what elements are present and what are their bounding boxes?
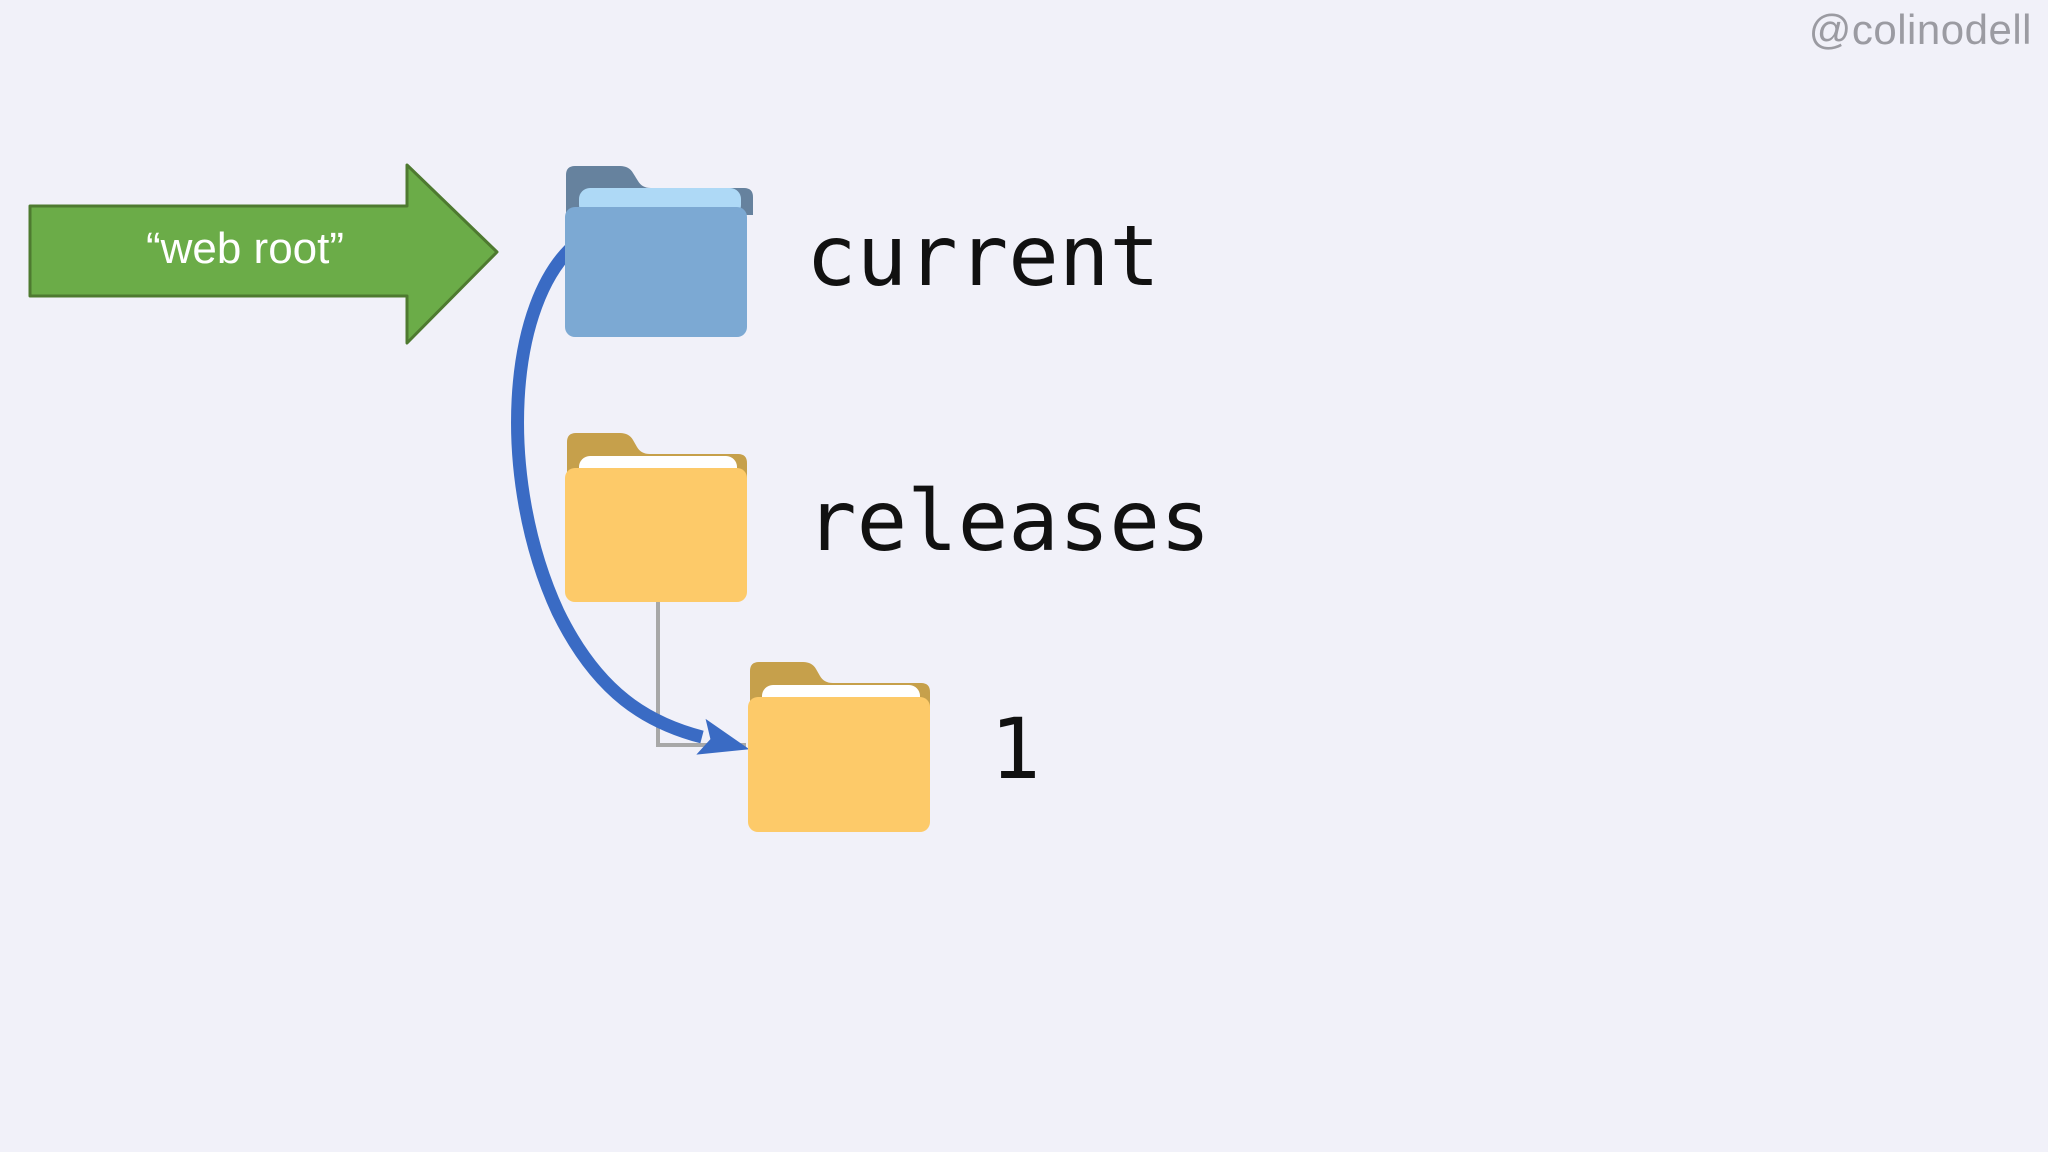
web-root-arrow-shape xyxy=(28,163,499,345)
web-root-label: “web root” xyxy=(145,224,345,273)
folder-label-release-1: 1 xyxy=(990,700,1041,798)
folder-icon-current xyxy=(565,166,753,337)
folder-front xyxy=(565,468,747,602)
folder-front xyxy=(565,207,747,337)
folder-icon-releases xyxy=(565,433,747,602)
symlink-arrow xyxy=(511,236,750,755)
web-root-arrow-icon xyxy=(28,163,499,345)
folder-label-current: current xyxy=(806,207,1161,305)
folder-front xyxy=(748,697,930,832)
folder-icon-release-1 xyxy=(748,662,930,832)
folder-label-releases: releases xyxy=(806,472,1211,570)
author-watermark: @colinodell xyxy=(1808,6,2032,53)
